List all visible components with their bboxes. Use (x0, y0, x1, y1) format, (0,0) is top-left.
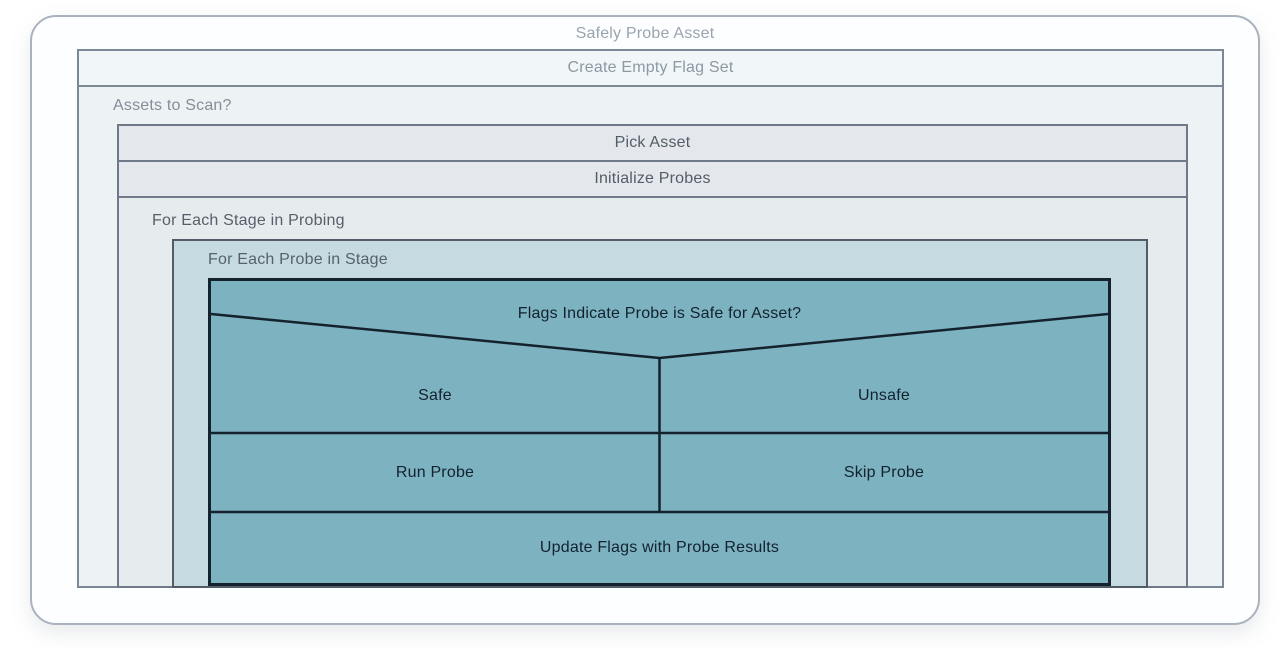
loop-assets-to-scan-label: Assets to Scan? (113, 97, 232, 114)
decision-divider-lines (211, 312, 1108, 514)
decision-condition: Flags Indicate Probe is Safe for Asset? (517, 305, 802, 322)
structogram-title: Safely Probe Asset (575, 25, 715, 42)
decision-block: Flags Indicate Probe is Safe for Asset? … (208, 278, 1111, 586)
step-create-empty-flag-set: Create Empty Flag Set (77, 49, 1224, 87)
branch-label-unsafe: Unsafe (858, 386, 910, 404)
branch-label-safe: Safe (418, 386, 452, 404)
loop-for-each-probe-label: For Each Probe in Stage (208, 251, 388, 268)
action-run-probe: Run Probe (395, 463, 475, 481)
step-initialize-probes: Initialize Probes (117, 160, 1188, 198)
step-update-flags: Update Flags with Probe Results (539, 538, 780, 556)
loop-for-each-stage-label: For Each Stage in Probing (152, 212, 345, 229)
action-skip-probe: Skip Probe (843, 463, 925, 481)
step-pick-asset: Pick Asset (117, 124, 1188, 162)
